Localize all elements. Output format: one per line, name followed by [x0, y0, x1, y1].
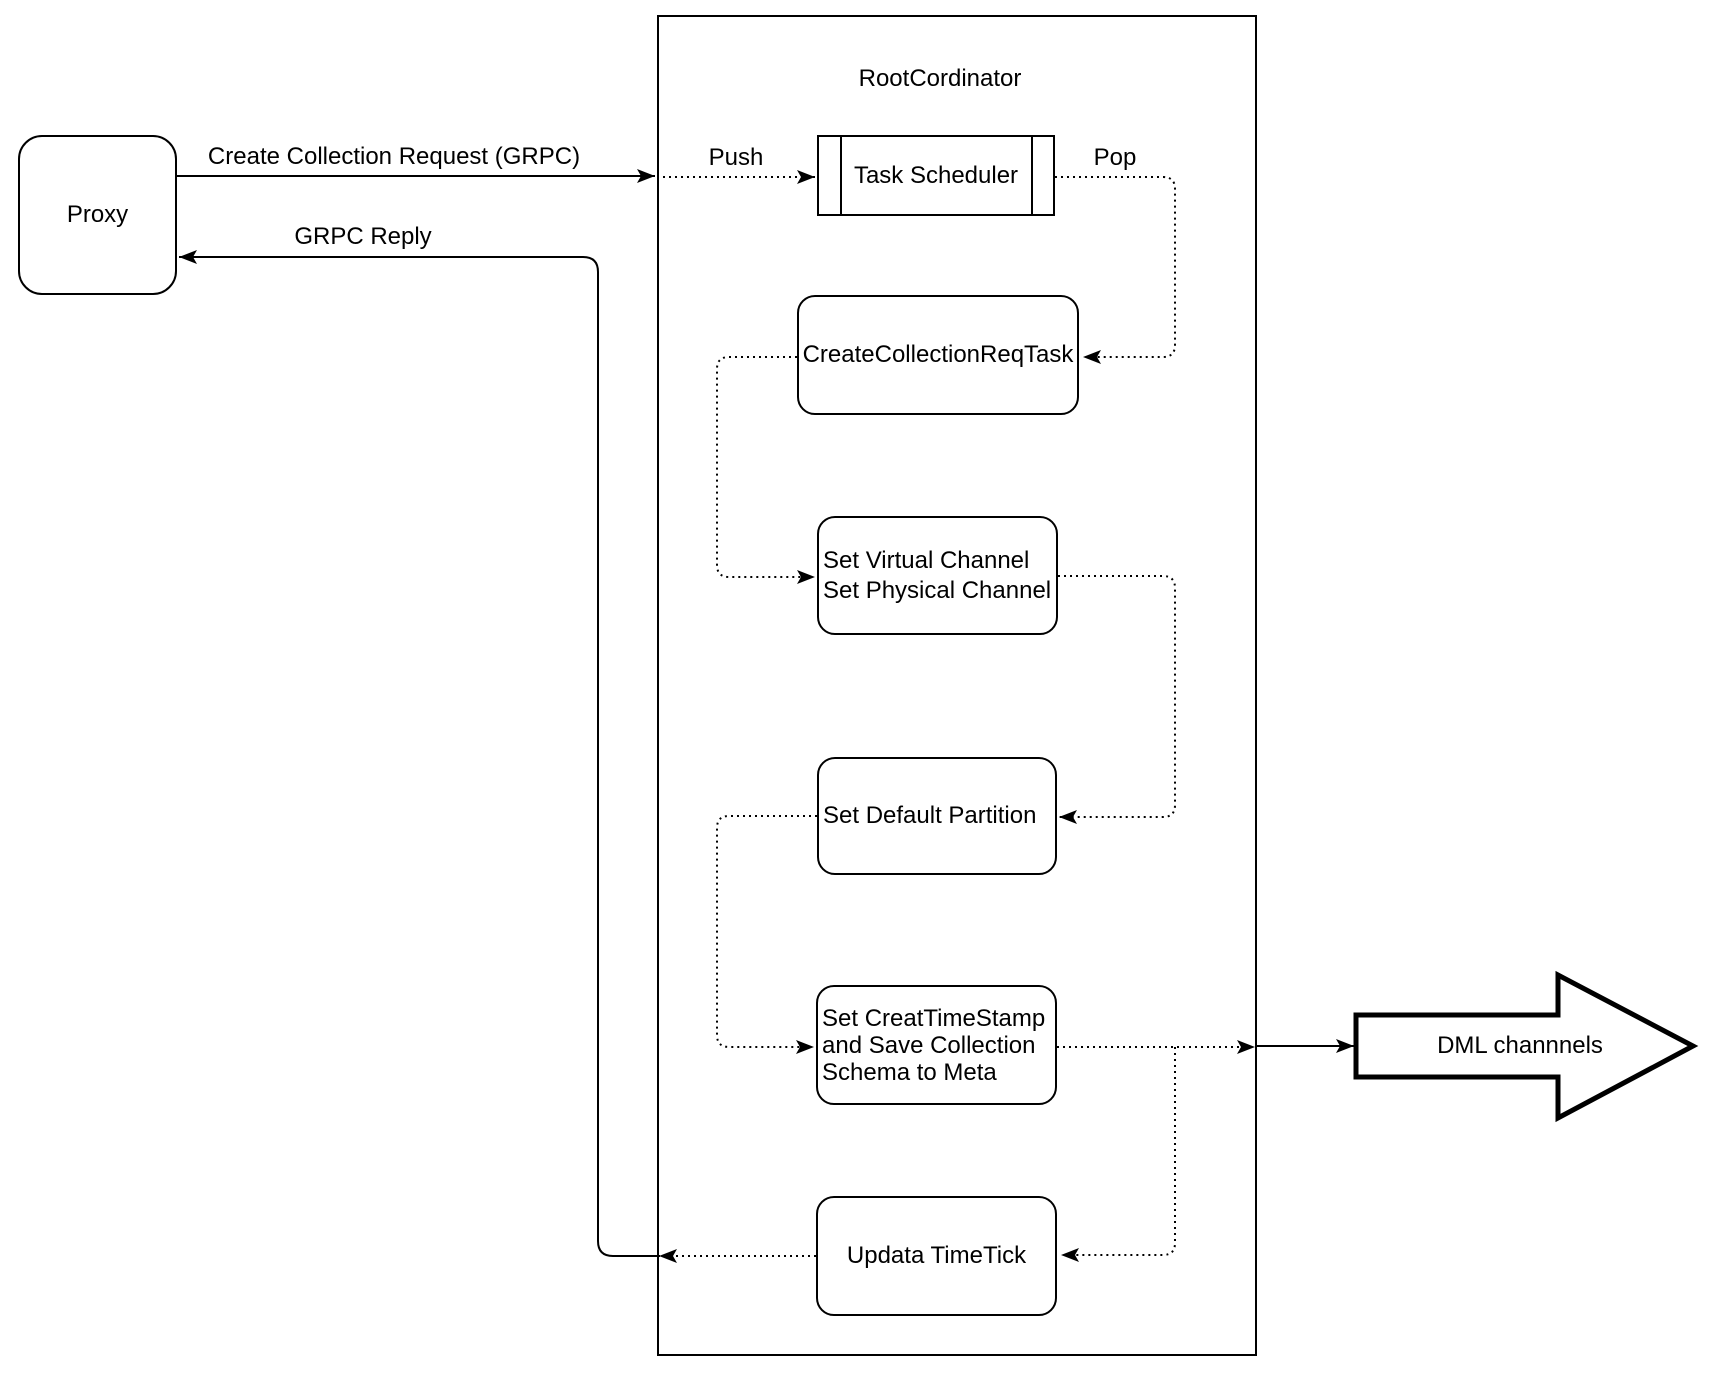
set-timestamp-node: Set CreatTimeStamp and Save Collection S…: [816, 985, 1057, 1105]
push-label: Push: [708, 144, 764, 171]
root-coordinator-title: RootCordinator: [858, 65, 1022, 92]
edge-grpc-reply: [179, 250, 657, 1257]
task-scheduler-left-bar: [819, 137, 842, 214]
update-timetick-label: Updata TimeTick: [846, 1242, 1027, 1269]
set-timestamp-line2: and Save Collection: [822, 1031, 1036, 1059]
create-collection-req-task-node: CreateCollectionReqTask: [797, 295, 1079, 415]
grpc-reply-label: GRPC Reply: [294, 223, 432, 250]
edge-reqtask-to-channels: [716, 356, 815, 584]
set-channels-line2: Set Physical Channel: [823, 576, 1052, 604]
proxy-node: Proxy: [18, 135, 177, 295]
edge-pop: [1055, 176, 1176, 364]
set-default-partition-label: Set Default Partition: [823, 802, 1037, 829]
proxy-label: Proxy: [66, 201, 129, 228]
task-scheduler-label: Task Scheduler: [853, 161, 1019, 189]
task-scheduler-node: Task Scheduler: [817, 135, 1055, 216]
root-coordinator-container: [657, 15, 1257, 1356]
set-timestamp-line3: Schema to Meta: [822, 1058, 997, 1086]
set-channels-line1: Set Virtual Channel: [823, 546, 1030, 574]
dml-channels-label: DML channnels: [1437, 1032, 1603, 1059]
set-timestamp-line1: Set CreatTimeStamp: [822, 1004, 1046, 1032]
edge-timestamp-to-timetick: [1061, 1047, 1176, 1262]
edge-partition-to-timestamp: [716, 815, 817, 1054]
edge-channels-to-partition: [1058, 575, 1176, 824]
dml-arrow-shape: [1353, 970, 1699, 1123]
task-scheduler-right-bar: [1031, 137, 1053, 214]
set-default-partition-node: Set Default Partition: [817, 757, 1057, 875]
create-collection-request-label: Create Collection Request (GRPC): [207, 143, 581, 170]
set-channels-node: Set Virtual Channel Set Physical Channel: [817, 516, 1058, 635]
update-timetick-node: Updata TimeTick: [816, 1196, 1057, 1316]
create-collection-req-task-label: CreateCollectionReqTask: [802, 341, 1074, 368]
pop-label: Pop: [1093, 144, 1137, 171]
